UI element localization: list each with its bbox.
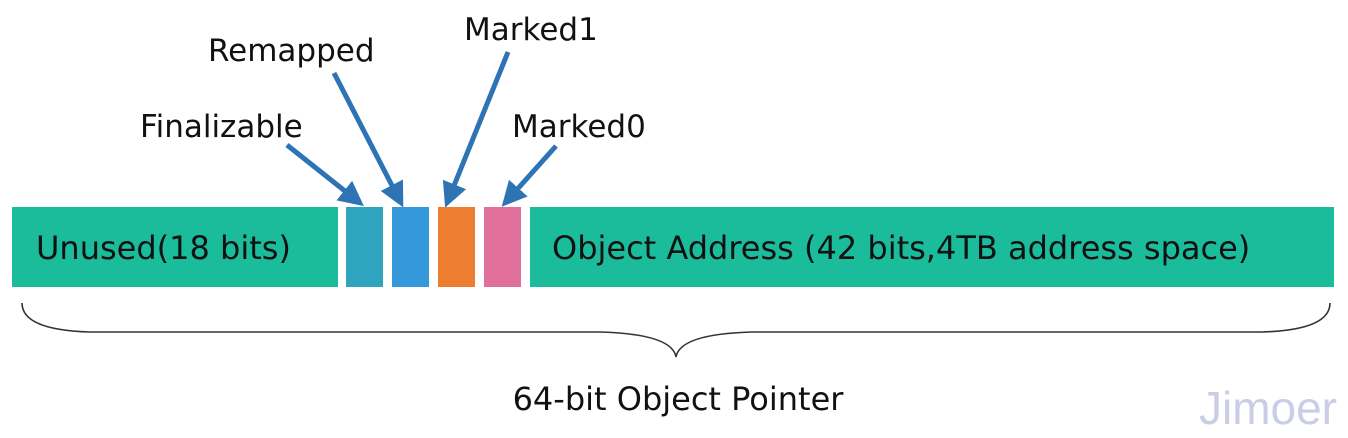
watermark: Jimoer bbox=[1199, 382, 1337, 434]
marked1-bit-segment bbox=[438, 207, 475, 287]
marked0-arrow bbox=[501, 144, 558, 207]
unused-bits-label: Unused(18 bits) bbox=[36, 229, 291, 267]
marked1-arrow bbox=[442, 51, 511, 208]
remapped-label: Remapped bbox=[208, 33, 375, 69]
remapped-arrow bbox=[331, 71, 404, 208]
remapped-bit-segment bbox=[392, 207, 429, 287]
span-brace bbox=[21, 302, 1331, 358]
diagram-caption: 64-bit Object Pointer bbox=[513, 380, 845, 418]
object-address-segment bbox=[530, 207, 1334, 287]
finalizable-arrow bbox=[285, 143, 364, 207]
marked0-bit-segment bbox=[484, 207, 521, 287]
marked1-label: Marked1 bbox=[464, 12, 598, 48]
finalizable-label: Finalizable bbox=[140, 109, 303, 145]
unused-bits-segment bbox=[12, 207, 338, 287]
marked0-label: Marked0 bbox=[512, 109, 646, 145]
object-address-label: Object Address (42 bits,4TB address spac… bbox=[552, 229, 1250, 267]
finalizable-bit-segment bbox=[346, 207, 383, 287]
